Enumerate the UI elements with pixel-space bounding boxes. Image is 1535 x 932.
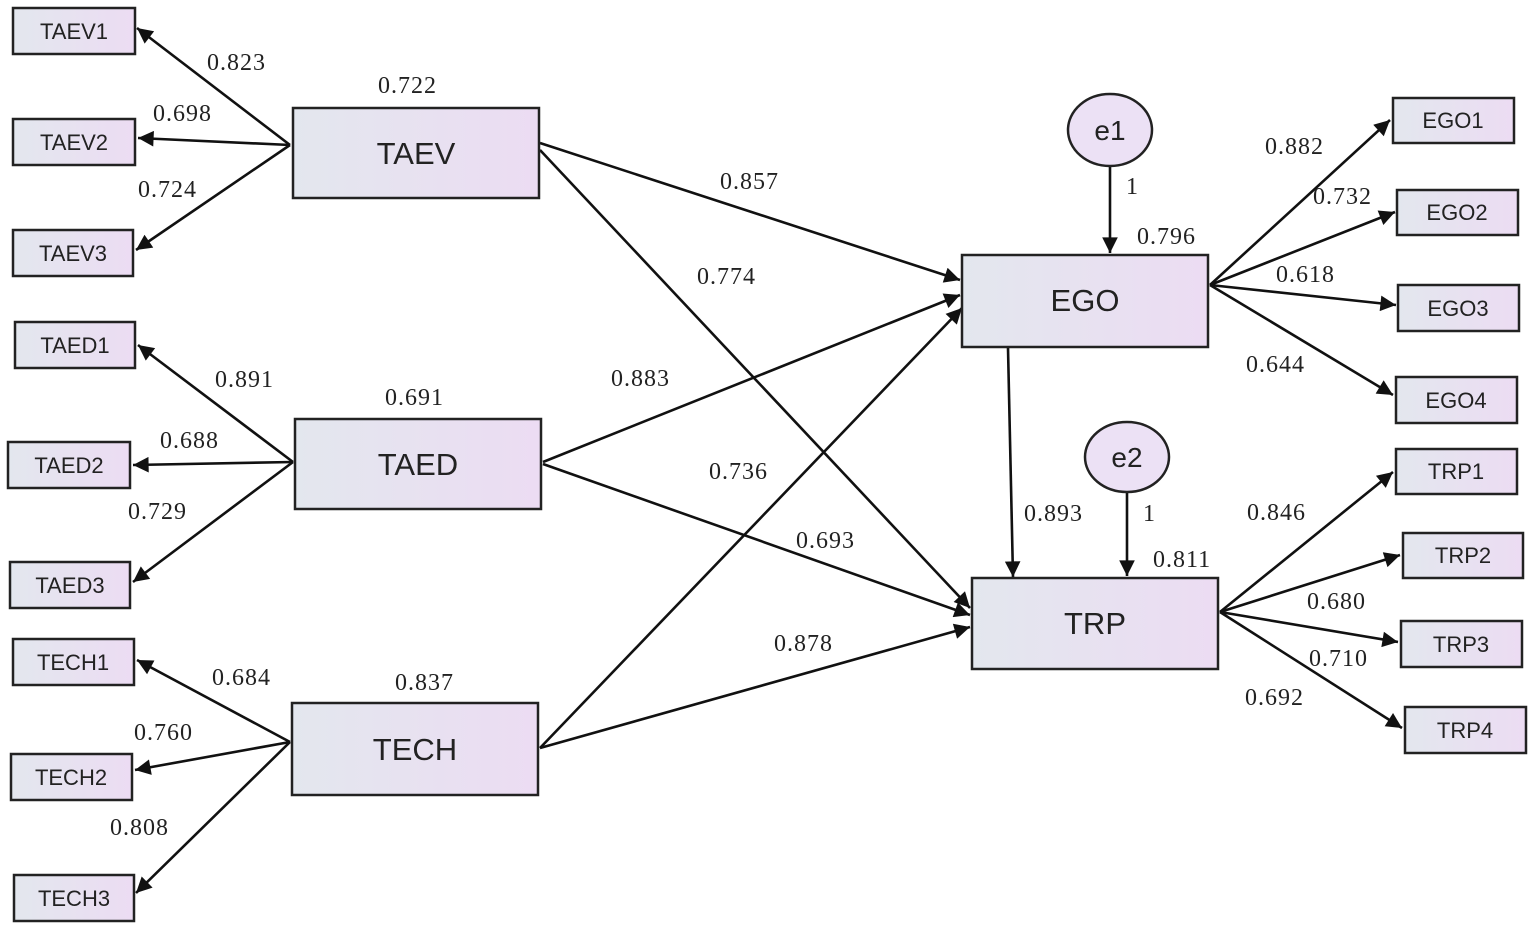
indicator-ego2: EGO2 <box>1426 200 1487 225</box>
path-taed-ego: 0.883 <box>611 366 670 392</box>
construct-taed: TAED <box>293 417 543 511</box>
construct-taed-label: TAED <box>378 447 458 482</box>
path-taev-trp: 0.774 <box>697 264 756 290</box>
error-e1-label: e1 <box>1094 115 1125 146</box>
edge-trp-trp4 <box>1219 610 1403 730</box>
edge-ego-ego2 <box>1209 210 1396 287</box>
construct-taev: TAEV <box>291 106 541 200</box>
edge-ego-ego1 <box>1209 119 1391 286</box>
loading-tech1: 0.684 <box>212 665 271 691</box>
loading-ego2: 0.732 <box>1313 184 1372 210</box>
indicators: TAEV1 TAEV2 TAEV3 TAED1 TAED2 TAED3 TECH… <box>6 6 1528 923</box>
edge-ego-ego3 <box>1209 283 1397 312</box>
coefficients: 0.722 0.691 0.837 0.796 0.811 0.823 0.69… <box>110 50 1372 841</box>
indicator-taev2: TAEV2 <box>40 130 108 155</box>
edge-trp-trp3 <box>1219 610 1399 648</box>
indicator-trp2: TRP2 <box>1435 543 1491 568</box>
indicator-taev1: TAEV1 <box>40 19 108 44</box>
edge-taev-ego <box>539 141 961 283</box>
r2-ego: 0.796 <box>1137 224 1196 250</box>
indicator-ego4: EGO4 <box>1425 388 1486 413</box>
loading-taed1: 0.891 <box>215 367 274 393</box>
edge-tech-tech1 <box>136 658 291 744</box>
path-e1-ego: 1 <box>1126 174 1139 200</box>
construct-tech: TECH <box>290 701 540 797</box>
edge-taed-trp <box>542 462 971 618</box>
construct-trp: TRP <box>970 576 1220 671</box>
construct-tech-label: TECH <box>373 732 457 767</box>
indicator-trp4: TRP4 <box>1437 718 1493 743</box>
construct-ego-label: EGO <box>1051 283 1120 318</box>
loading-trp3: 0.710 <box>1309 646 1368 672</box>
r2-taed: 0.691 <box>385 385 444 411</box>
r2-taev: 0.722 <box>378 73 437 99</box>
loading-trp4: 0.692 <box>1245 685 1304 711</box>
edge-trp-trp1 <box>1219 470 1394 614</box>
path-ego-trp: 0.893 <box>1024 501 1083 527</box>
r2-trp: 0.811 <box>1153 547 1211 573</box>
error-e1: e1 <box>1066 92 1154 168</box>
edge-taev-trp <box>539 149 971 609</box>
loading-tech3: 0.808 <box>110 815 169 841</box>
loading-taed3: 0.729 <box>128 499 187 525</box>
indicator-tech1: TECH1 <box>37 650 109 675</box>
error-e2: e2 <box>1083 420 1171 494</box>
edge-taev-taev1 <box>136 26 291 147</box>
loading-trp1: 0.846 <box>1247 500 1306 526</box>
edge-ego-ego4 <box>1209 283 1394 397</box>
edge-taed-taed1 <box>137 343 294 464</box>
loading-tech2: 0.760 <box>134 720 193 746</box>
construct-trp-label: TRP <box>1064 606 1126 641</box>
edge-tech-ego <box>539 307 963 749</box>
path-tech-ego: 0.736 <box>709 459 768 485</box>
edge-taed-taed3 <box>132 460 294 584</box>
edge-trp-trp2 <box>1219 552 1401 614</box>
indicator-ego3: EGO3 <box>1427 296 1488 321</box>
edge-taed-taed2 <box>132 456 294 473</box>
error-e2-label: e2 <box>1111 442 1142 473</box>
edge-tech-tech3 <box>135 741 291 894</box>
indicator-taed3: TAED3 <box>35 573 104 598</box>
edge-taev-taev2 <box>137 130 291 147</box>
loading-taev3: 0.724 <box>138 177 197 203</box>
edge-tech-trp <box>539 623 971 750</box>
edge-ego-trp <box>1004 347 1021 578</box>
loading-taev1: 0.823 <box>207 50 266 76</box>
path-taed-trp: 0.693 <box>796 528 855 554</box>
edge-taev-taev3 <box>135 143 291 252</box>
indicator-taev3: TAEV3 <box>39 241 107 266</box>
path-tech-trp: 0.878 <box>774 631 833 657</box>
indicator-ego1: EGO1 <box>1422 108 1483 133</box>
path-e2-trp: 1 <box>1143 501 1156 527</box>
loading-taed2: 0.688 <box>160 428 219 454</box>
edges <box>132 26 1403 894</box>
loading-taev2: 0.698 <box>153 101 212 127</box>
r2-tech: 0.837 <box>395 670 454 696</box>
edge-taed-ego <box>542 293 961 464</box>
indicator-trp3: TRP3 <box>1433 632 1489 657</box>
indicator-tech3: TECH3 <box>38 886 110 911</box>
loading-ego3: 0.618 <box>1276 262 1335 288</box>
construct-ego: EGO <box>960 253 1210 349</box>
edge-tech-tech2 <box>134 740 291 775</box>
loading-trp2: 0.680 <box>1307 589 1366 615</box>
construct-taev-label: TAEV <box>377 136 456 171</box>
indicator-trp1: TRP1 <box>1428 459 1484 484</box>
indicator-tech2: TECH2 <box>35 765 107 790</box>
indicator-taed2: TAED2 <box>34 453 103 478</box>
path-taev-ego: 0.857 <box>720 169 779 195</box>
indicator-taed1: TAED1 <box>40 333 109 358</box>
loading-ego1: 0.882 <box>1265 134 1324 160</box>
loading-ego4: 0.644 <box>1246 352 1305 378</box>
